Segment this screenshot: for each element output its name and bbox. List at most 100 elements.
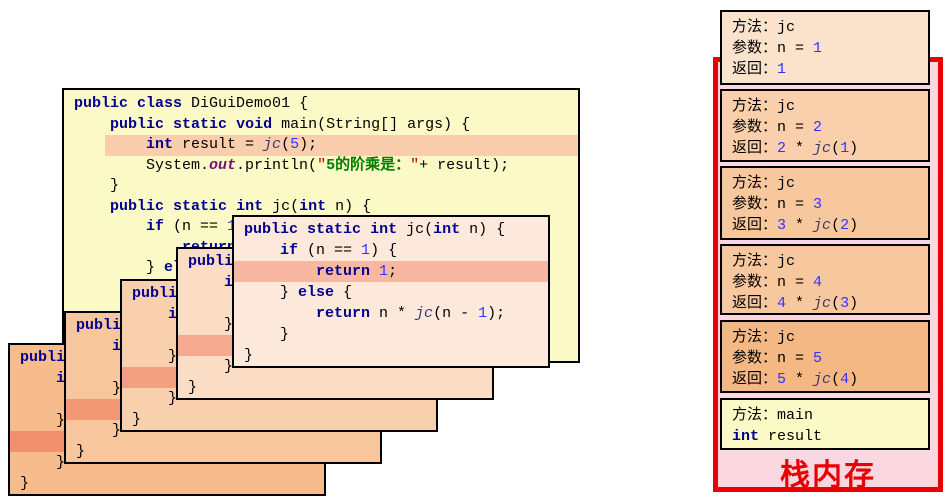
code-token: [298, 221, 307, 238]
code-line: }: [66, 420, 380, 441]
code-line: }: [64, 176, 578, 197]
code-token: }: [244, 347, 254, 364]
code-token: result =: [173, 136, 264, 153]
code-token: [74, 218, 146, 235]
frame-line: 返回：3 * jc(2): [722, 215, 928, 236]
frame-token: 2: [840, 217, 850, 234]
code-token: int: [370, 221, 398, 238]
code-token: }: [244, 326, 290, 343]
code-token: );: [299, 136, 318, 153]
code-token: int: [299, 197, 327, 215]
code-token: 5的阶乘是：: [326, 156, 411, 174]
frame-token: 返回：: [732, 61, 778, 78]
code-token: [132, 306, 168, 323]
code-token: static: [307, 221, 362, 238]
code-token: + result);: [419, 156, 510, 174]
code-token: }: [74, 177, 120, 194]
code-token: out: [209, 156, 237, 174]
frame-token: *: [786, 217, 814, 234]
code-line: return n * jc(n - 1);: [234, 303, 548, 324]
frame-token: 3: [840, 295, 850, 312]
frame-line: 返回：4 * jc(3): [722, 293, 928, 313]
code-token: ": [410, 156, 420, 174]
code-token: public: [74, 95, 129, 112]
code-line: }: [10, 452, 324, 473]
code-token: n) {: [460, 221, 506, 238]
code-token: [227, 198, 236, 215]
frame-line: int result: [722, 426, 928, 447]
frame-token: 方法：jc: [732, 253, 796, 270]
code-token: }: [20, 475, 30, 492]
code-line: }: [122, 388, 436, 409]
frame-token: 参数：n =: [732, 196, 814, 213]
frame-token: 2: [813, 119, 823, 136]
code-token: [20, 370, 56, 387]
code-token: [74, 116, 110, 133]
frame-token: int: [732, 428, 760, 445]
code-token: (: [281, 136, 291, 153]
code-token: public: [110, 115, 165, 133]
frame-line: 方法：main: [722, 405, 928, 426]
frame-line: 方法：jc: [722, 17, 928, 38]
code-line: int result = jc(5);: [64, 135, 578, 156]
frame-token: (: [831, 140, 841, 157]
frame-line: 方法：jc: [722, 96, 928, 117]
code-token: (n ==: [164, 218, 228, 235]
frame-token: 返回：: [732, 140, 778, 157]
frame-token: 参数：n =: [732, 40, 814, 57]
frame-token: 1: [777, 61, 787, 78]
code-token: if: [280, 242, 299, 259]
frame-token: 参数：n =: [732, 119, 814, 136]
code-token: 1: [379, 263, 389, 280]
code-token: }: [244, 284, 299, 301]
code-line: public class DiGuiDemo01 {: [64, 94, 578, 115]
code-token: [74, 198, 110, 215]
code-line: }: [122, 409, 436, 430]
frame-token: jc: [813, 140, 832, 157]
code-token: }: [20, 454, 66, 471]
code-token: n) {: [326, 197, 372, 215]
frame-token: jc: [813, 217, 832, 234]
frame-token: 4: [777, 295, 787, 312]
code-token: jc(: [263, 197, 300, 215]
frame-line: 参数：n = 1: [722, 38, 928, 59]
frame-token: ): [849, 217, 859, 234]
code-line: public static int jc(int n) {: [64, 197, 578, 218]
code-token: [74, 239, 182, 256]
code-token: public: [76, 317, 131, 334]
code-token: {: [334, 284, 353, 301]
code-token: main(String[] args) {: [272, 115, 471, 133]
code-token: (n ==: [298, 242, 362, 259]
frame-token: *: [786, 295, 814, 312]
frame-token: 返回：: [732, 217, 778, 234]
code-token: }: [76, 443, 86, 460]
code-token: }: [132, 411, 142, 428]
frame-token: ): [849, 140, 859, 157]
code-line: public static void main(String[] args) {: [64, 115, 578, 136]
frame-line: 参数：n = 2: [722, 117, 928, 138]
code-line: }: [66, 441, 380, 462]
frame-line: 参数：n = 5: [722, 348, 928, 369]
code-line: public static int jc(int n) {: [234, 219, 548, 240]
frame-token: 返回：: [732, 371, 778, 388]
code-token: [74, 136, 146, 153]
code-token: ": [317, 156, 327, 174]
frame-line: 参数：n = 3: [722, 194, 928, 215]
frame-token: jc: [813, 295, 832, 312]
code-token: 1: [478, 305, 488, 322]
frame-line: 参数：n = 4: [722, 272, 928, 293]
frame-token: 3: [777, 217, 787, 234]
frame-token: 参数：n =: [732, 274, 814, 291]
code-token: ) {: [370, 242, 398, 259]
code-token: ;: [388, 263, 398, 280]
code-token: }: [132, 348, 187, 365]
code-token: DiGuiDemo01 {: [182, 95, 309, 112]
code-token: }: [20, 412, 75, 429]
code-line: return 1;: [234, 261, 548, 282]
code-token: void: [236, 115, 273, 133]
frame-token: 方法：jc: [732, 98, 796, 115]
